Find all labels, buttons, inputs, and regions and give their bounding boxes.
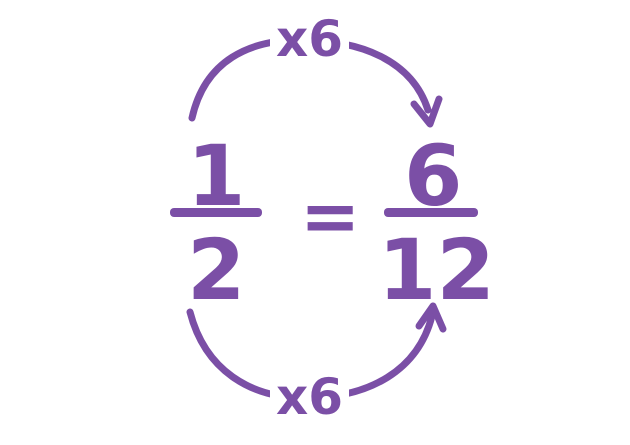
top-multiplier-label: x6 <box>270 14 350 64</box>
left-denominator: 2 <box>187 221 246 319</box>
top-arrowhead <box>410 95 443 128</box>
right-denominator: 12 <box>378 221 495 319</box>
equals-sign: = <box>300 174 361 258</box>
bottom-arrowhead <box>415 302 447 333</box>
left-numerator: 1 <box>187 127 246 225</box>
right-numerator: 6 <box>404 127 463 225</box>
bottom-multiplier-label: x6 <box>270 372 350 422</box>
right-fraction-bar <box>384 208 478 217</box>
left-fraction-bar <box>170 208 262 217</box>
